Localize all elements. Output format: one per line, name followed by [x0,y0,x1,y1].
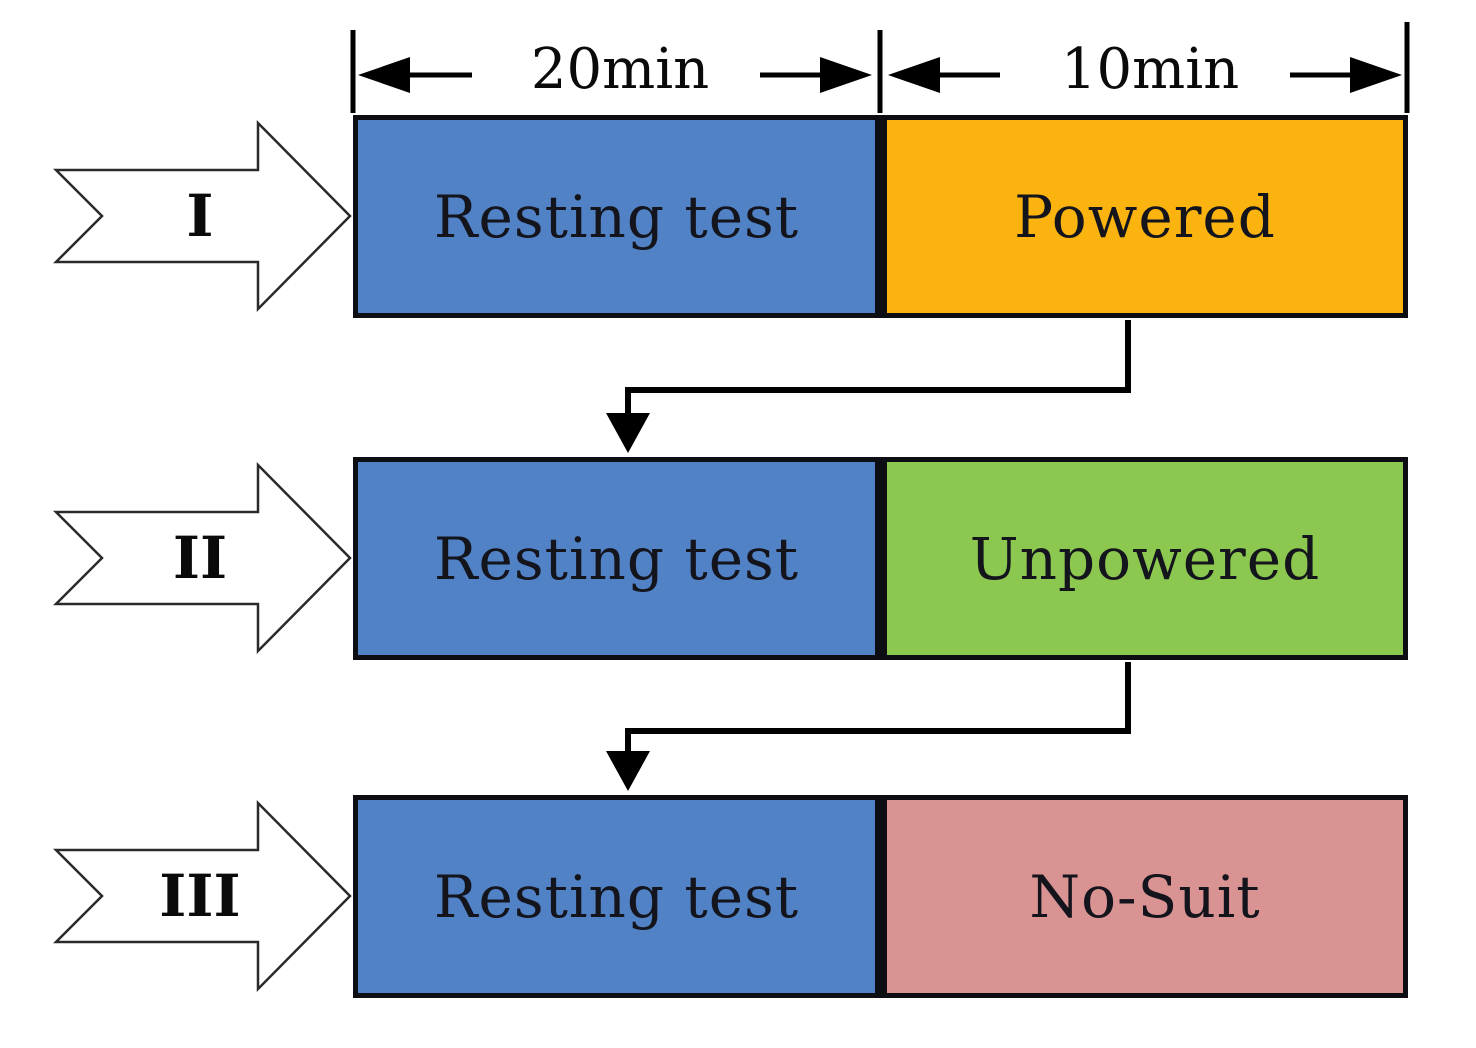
arrowhead-left-icon [888,57,940,93]
phase-arrow-3-icon [52,799,352,993]
arrowhead-down-icon [606,413,650,453]
arrowhead-down-icon [606,751,650,791]
dimension-arrow-10min [888,57,1402,93]
phase-row-3: Resting test No-Suit [353,795,1408,998]
phase-arrow-1-icon [52,119,352,313]
segment-unpowered: Unpowered [880,457,1408,660]
segment-resting-test-3: Resting test [353,795,880,998]
segment-powered: Powered [880,115,1408,318]
connector-line [625,662,1131,756]
connector-line [625,320,1131,418]
segment-resting-test-1: Resting test [353,115,880,318]
dimension-label-20min: 20min [530,36,710,102]
phase-row-1: Resting test Powered [353,115,1408,318]
connector-phase1-to-phase2 [606,320,1131,453]
phase-arrow-2-icon [52,461,352,655]
dimension-arrow-20min [358,57,872,93]
arrowhead-right-icon [1350,57,1402,93]
segment-resting-test-2: Resting test [353,457,880,660]
arrowhead-left-icon [358,57,410,93]
phase-label-3: III [159,862,241,930]
connector-phase2-to-phase3 [606,662,1131,791]
dimension-label-10min: 10min [1060,36,1240,102]
phase-label-1: I [186,182,214,250]
arrowhead-right-icon [820,57,872,93]
phase-label-2: II [172,524,228,592]
segment-no-suit: No-Suit [880,795,1408,998]
phase-row-2: Resting test Unpowered [353,457,1408,660]
